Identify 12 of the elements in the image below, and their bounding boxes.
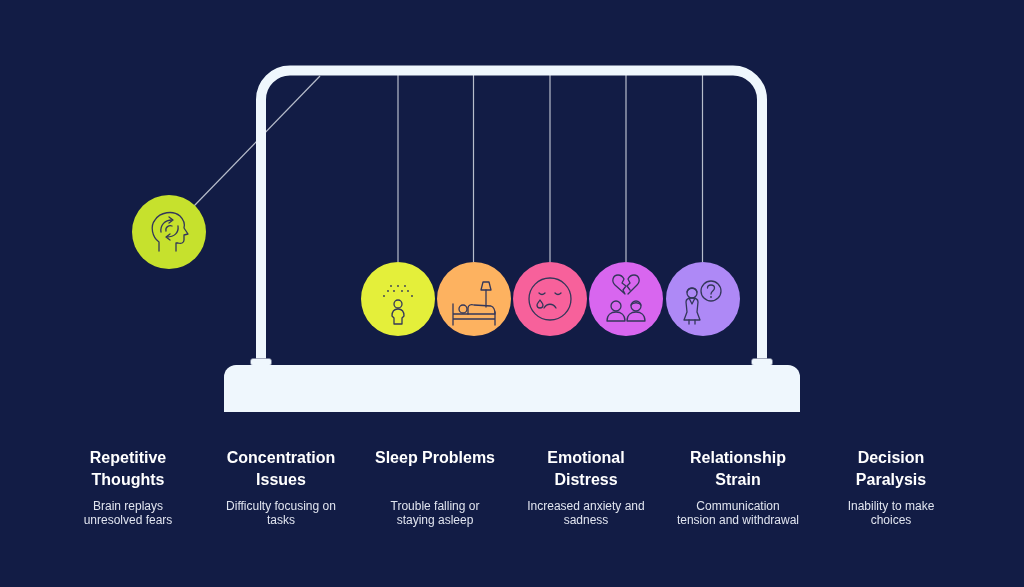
symptom-heading: Repetitive Thoughts [88,448,168,490]
symptom-heading: Relationship Strain [689,448,787,490]
symptom-heading: Decision Paralysis [854,448,928,490]
symptom-heading: Emotional Distress [546,448,626,490]
symptom-heading: Sleep Problems [373,448,496,468]
symptom-description: Brain replays unresolved fears [82,499,174,527]
symptom-description: Difficulty focusing on tasks [225,499,337,527]
symptom-description: Increased anxiety and sadness [526,499,646,527]
symptom-heading: Concentration Issues [225,448,337,490]
symptom-description: Inability to make choices [846,499,936,527]
symptom-description: Communication tension and withdrawal [676,499,800,527]
symptom-description: Trouble falling or staying asleep [389,499,481,527]
